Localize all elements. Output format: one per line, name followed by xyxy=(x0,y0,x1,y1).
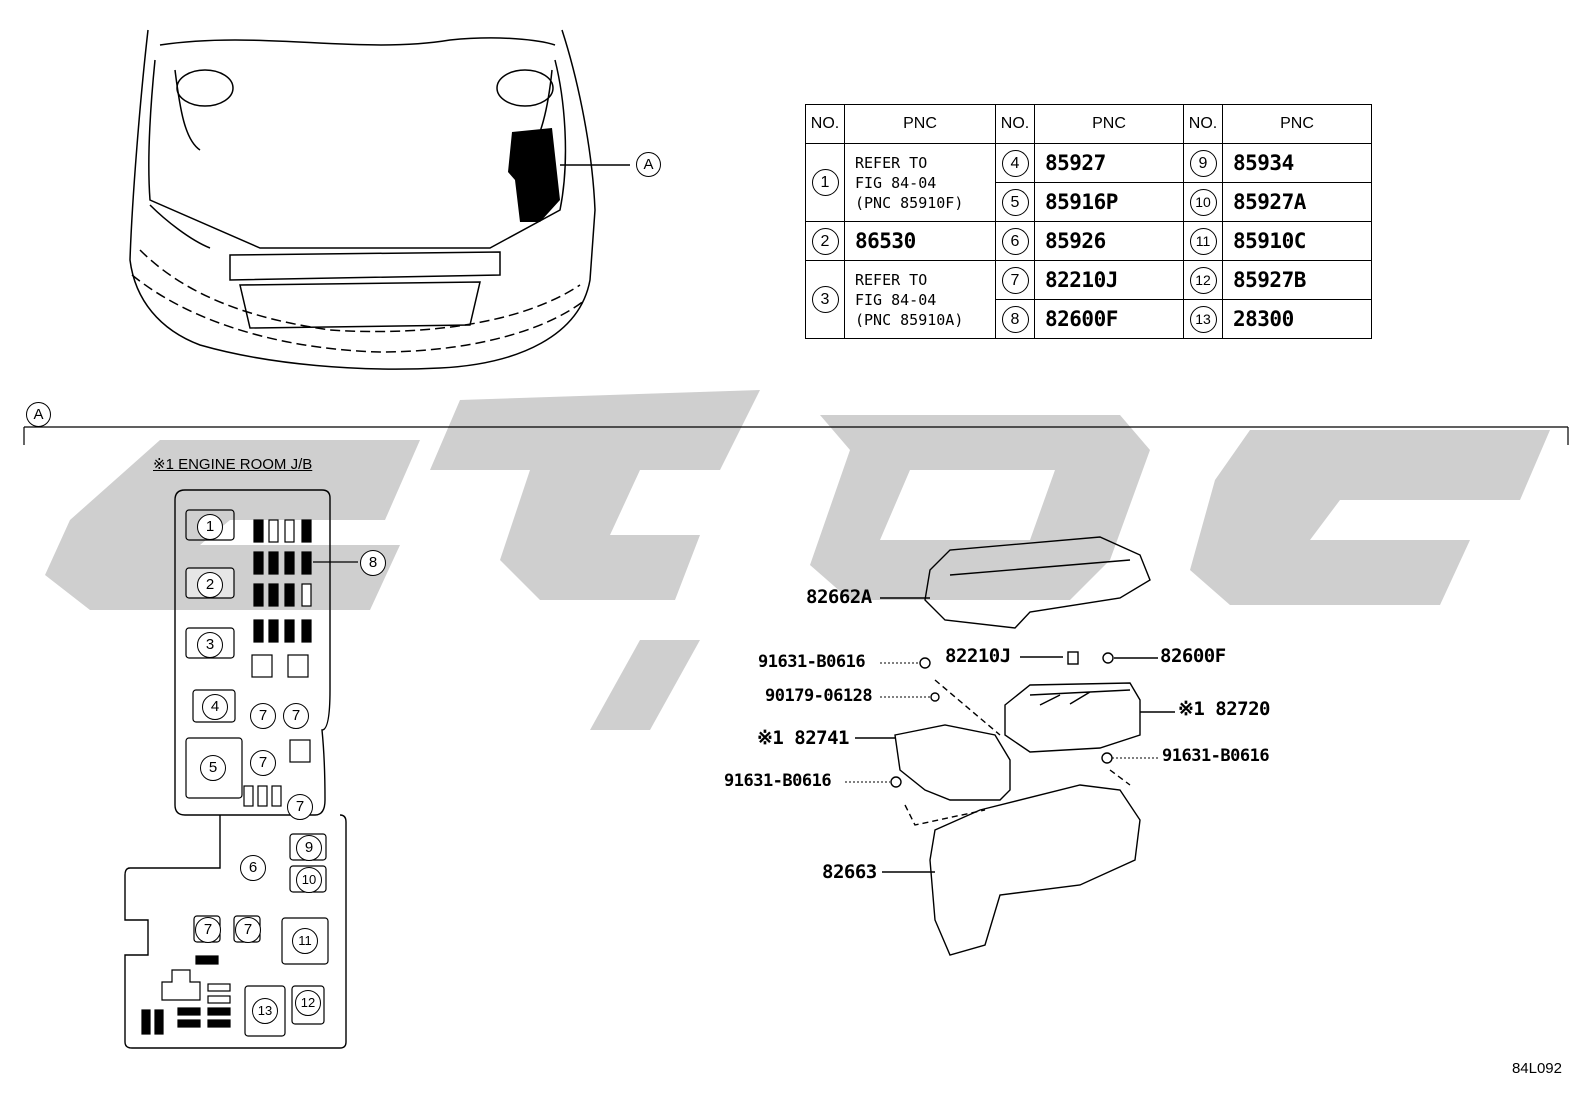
view-a-marker: A xyxy=(636,152,661,177)
table-row: 3 REFER TO FIG 84-04 (PNC 85910A) 7 8221… xyxy=(805,260,1372,339)
callout-82720: ※1 82720 xyxy=(1178,698,1271,720)
refer-cell: REFER TO FIG 84-04 (PNC 85910A) xyxy=(844,260,996,339)
part-number-circle: 12 xyxy=(1189,266,1217,294)
callout-82600f: 82600F xyxy=(1160,645,1226,667)
callout-82210j: 82210J xyxy=(945,645,1011,667)
callout-91631-b0616: 91631-B0616 xyxy=(758,652,866,672)
watermark-logo xyxy=(45,390,1550,730)
part-number-circle: 7 xyxy=(1001,266,1029,294)
jb-label: 12 xyxy=(295,990,321,1016)
jb-label: 1 xyxy=(197,514,223,540)
part-number-circle: 1 xyxy=(811,169,839,196)
fuse-grid xyxy=(141,509,358,1037)
callout-90179-06128: 90179-06128 xyxy=(765,686,873,706)
jb-label: 7 xyxy=(287,794,313,820)
part-number-circle: 5 xyxy=(1001,188,1029,216)
figure-code: 84L092 xyxy=(1511,1060,1562,1077)
jb-label: 7 xyxy=(235,917,261,943)
pnc-cell: 85927B xyxy=(1222,260,1372,300)
jb-label: 7 xyxy=(250,750,276,776)
part-number-circle: 11 xyxy=(1189,227,1217,255)
pnc-cell: 86530 xyxy=(844,221,996,261)
callout-82662a: 82662A xyxy=(806,586,872,608)
part-number-circle: 8 xyxy=(1001,305,1029,333)
callout-82741: ※1 82741 xyxy=(757,727,850,749)
jb-label: 11 xyxy=(292,928,318,954)
table-header-row: NO. PNC NO. PNC NO. PNC xyxy=(805,104,1372,144)
part-number-circle: 4 xyxy=(1001,149,1029,177)
pnc-cell: 85927A xyxy=(1222,182,1372,222)
table-row: 5 85916P 10 85927A xyxy=(806,182,1372,222)
jb-label: 8 xyxy=(360,550,386,576)
section-a-marker: A xyxy=(26,402,51,427)
junction-box-outline xyxy=(124,489,347,1049)
refer-cell: REFER TO FIG 84-04 (PNC 85910F) xyxy=(844,143,996,222)
jb-label: 7 xyxy=(283,703,309,729)
pnc-cell: 85910C xyxy=(1222,221,1372,261)
part-number-circle: 6 xyxy=(1001,227,1029,255)
pnc-cell: 82600F xyxy=(1034,299,1184,339)
part-number-circle: 2 xyxy=(811,227,839,255)
jb-label: 4 xyxy=(202,694,228,720)
table-row: 8 82600F 13 28300 xyxy=(806,299,1372,339)
part-number-circle: 10 xyxy=(1189,188,1217,216)
header-no: NO. xyxy=(805,104,845,144)
car-front-outline xyxy=(129,29,630,370)
callout-82663: 82663 xyxy=(822,861,877,883)
part-number-circle: 9 xyxy=(1189,149,1217,177)
part-number-circle: 3 xyxy=(811,286,839,313)
header-no: NO. xyxy=(995,104,1035,144)
jb-label: 7 xyxy=(250,703,276,729)
header-no: NO. xyxy=(1183,104,1223,144)
jb-label: 6 xyxy=(240,855,266,881)
table-row: 2 86530 6 85926 11 85910C xyxy=(805,221,1372,261)
section-bracket xyxy=(23,426,1569,445)
jb-label: 7 xyxy=(195,917,221,943)
part-number-circle: 13 xyxy=(1189,305,1217,333)
pnc-table: NO. PNC NO. PNC NO. PNC 1 REFER TO FIG 8… xyxy=(805,104,1372,339)
jb-label: 13 xyxy=(252,998,278,1024)
exploded-parts xyxy=(845,536,1175,956)
jb-label: 10 xyxy=(296,867,322,893)
pnc-cell: 85934 xyxy=(1222,143,1372,183)
table-row: 1 REFER TO FIG 84-04 (PNC 85910F) 4 8592… xyxy=(805,143,1372,222)
header-pnc: PNC xyxy=(1034,104,1184,144)
jb-label: 2 xyxy=(197,572,223,598)
pnc-cell: 85916P xyxy=(1034,182,1184,222)
pnc-cell: 85927 xyxy=(1034,143,1184,183)
junction-box-title: ※1 ENGINE ROOM J/B xyxy=(153,456,313,473)
jb-label: 9 xyxy=(296,835,322,861)
pnc-cell: 85926 xyxy=(1034,221,1184,261)
callout-91631-b0616: 91631-B0616 xyxy=(724,771,832,791)
jb-label: 5 xyxy=(200,755,226,781)
callout-91631-b0616: 91631-B0616 xyxy=(1162,746,1270,766)
header-pnc: PNC xyxy=(844,104,996,144)
pnc-cell: 28300 xyxy=(1222,299,1372,339)
pnc-cell: 82210J xyxy=(1034,260,1184,300)
jb-label: 3 xyxy=(197,632,223,658)
junction-box-location xyxy=(508,128,560,222)
header-pnc: PNC xyxy=(1222,104,1372,144)
